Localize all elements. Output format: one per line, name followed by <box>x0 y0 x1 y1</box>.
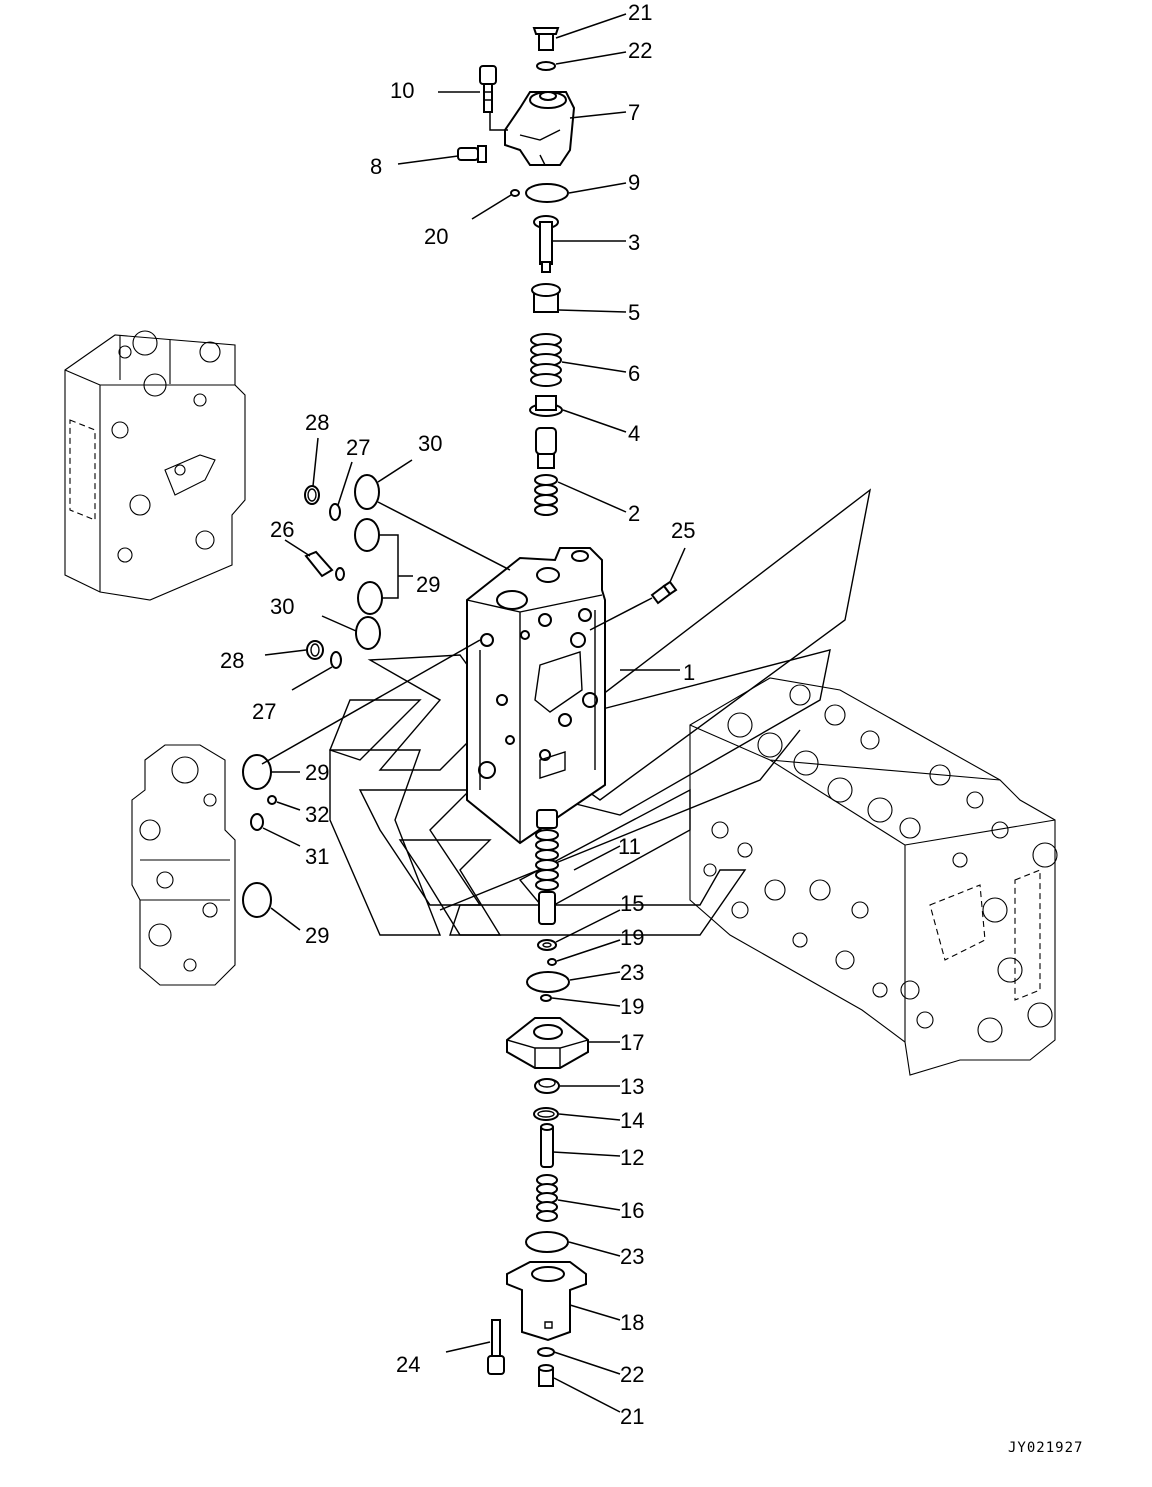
part-31-oring <box>250 813 264 831</box>
label-3: 3 <box>628 230 640 255</box>
part-30-oring-lower <box>355 616 381 650</box>
part-1-valve-section <box>466 547 606 845</box>
part-7-cover <box>504 91 576 166</box>
leader-lines <box>261 13 686 1413</box>
part-23-oring-upper <box>526 971 570 993</box>
label-12: 12 <box>620 1145 644 1170</box>
part-19-oring-lower <box>540 994 552 1002</box>
part-4-spring-seat <box>529 395 563 417</box>
label-4: 4 <box>628 421 640 446</box>
label-17: 17 <box>620 1030 644 1055</box>
label-26: 26 <box>270 517 294 542</box>
label-20: 20 <box>424 224 448 249</box>
drawing-reference-id: JY021927 <box>1008 1440 1083 1456</box>
label-29-mid: 29 <box>305 760 329 785</box>
part-26-plug <box>304 550 345 581</box>
part-21-plug-top <box>532 27 560 51</box>
part-17-case <box>506 1017 589 1069</box>
part-21-plug-bottom <box>538 1364 554 1387</box>
part-23-oring-lower <box>525 1231 569 1253</box>
part-22-oring-bottom <box>537 1347 555 1357</box>
label-9: 9 <box>628 170 640 195</box>
label-14: 14 <box>620 1108 644 1133</box>
label-16: 16 <box>620 1198 644 1223</box>
part-15-seal <box>537 939 557 951</box>
label-2: 2 <box>628 501 640 526</box>
label-23-lower: 23 <box>620 1244 644 1269</box>
part-14-seal <box>533 1107 559 1121</box>
part-24-bolt <box>487 1319 505 1375</box>
part-2-spool-upper <box>534 427 558 516</box>
label-6: 6 <box>628 361 640 386</box>
label-21-bottom: 21 <box>620 1404 644 1429</box>
part-18-cover <box>506 1261 587 1342</box>
label-19-upper: 19 <box>620 925 644 950</box>
label-15: 15 <box>620 891 644 916</box>
part-30-oring-upper <box>354 474 380 510</box>
label-29-upper: 29 <box>416 572 440 597</box>
label-27-upper: 27 <box>346 435 370 460</box>
label-25: 25 <box>671 518 695 543</box>
part-8-plug <box>457 145 487 163</box>
label-5: 5 <box>628 300 640 325</box>
ghost-side-block-left <box>131 744 236 986</box>
part-9-oring <box>525 183 569 203</box>
label-13: 13 <box>620 1074 644 1099</box>
part-19-oring-upper <box>547 958 557 966</box>
part-29-oring-mid <box>242 754 272 790</box>
label-1: 1 <box>683 660 695 685</box>
part-32-oring <box>267 795 277 805</box>
part-27-oring-lower <box>330 651 342 669</box>
part-29-oring-upper-pair <box>354 518 383 615</box>
part-29-oring-lower <box>242 882 272 918</box>
callout-labels: 21 22 10 7 8 9 20 3 5 6 4 2 25 1 11 15 1… <box>220 0 695 1429</box>
label-27-lower: 27 <box>252 699 276 724</box>
label-8: 8 <box>370 154 382 179</box>
label-19-lower: 19 <box>620 994 644 1019</box>
label-23-upper: 23 <box>620 960 644 985</box>
part-10-bolt <box>479 65 497 113</box>
label-24: 24 <box>396 1352 420 1377</box>
label-30-upper: 30 <box>418 431 442 456</box>
label-22: 22 <box>628 38 652 63</box>
ghost-valve-block-top-left <box>64 330 246 601</box>
part-5-retainer <box>531 283 561 313</box>
ghost-valve-body-right <box>689 677 1058 1076</box>
label-28-lower: 28 <box>220 648 244 673</box>
label-32: 32 <box>305 802 329 827</box>
part-16-spring <box>536 1174 558 1222</box>
label-11: 11 <box>618 834 641 859</box>
label-31: 31 <box>305 844 329 869</box>
part-3-spool <box>533 215 559 273</box>
label-10: 10 <box>390 78 414 103</box>
label-7: 7 <box>628 100 640 125</box>
label-28-upper: 28 <box>305 410 329 435</box>
part-28-backup-ring-upper <box>304 485 320 505</box>
part-25-plug <box>650 580 678 605</box>
part-28-backup-ring-lower <box>306 640 324 660</box>
part-13-retainer <box>534 1078 560 1094</box>
part-22-oring-top <box>536 61 556 71</box>
part-11-spool-lower <box>535 809 559 925</box>
label-18: 18 <box>620 1310 644 1335</box>
part-6-spring <box>530 333 562 387</box>
label-30-lower: 30 <box>270 594 294 619</box>
part-20-oring <box>510 189 520 197</box>
part-27-oring-upper <box>329 503 341 521</box>
label-21: 21 <box>628 0 652 25</box>
label-22-bottom: 22 <box>620 1362 644 1387</box>
part-12-spool <box>540 1123 554 1168</box>
label-29-lower: 29 <box>305 923 329 948</box>
